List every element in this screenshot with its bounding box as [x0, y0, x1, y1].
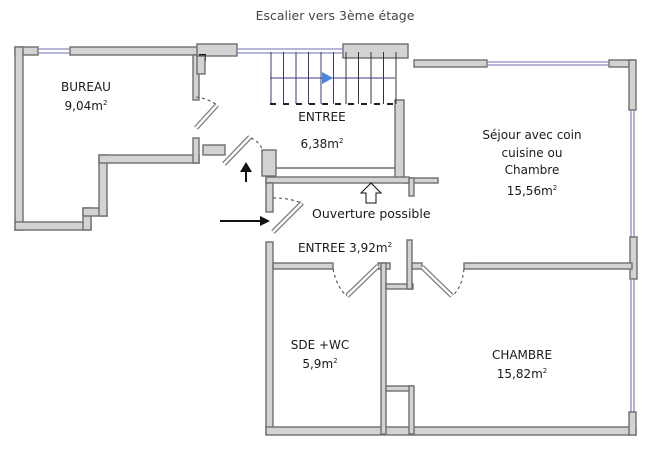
wall-segment: [265, 176, 410, 184]
opening-note: Ouverture possible: [312, 206, 431, 221]
wall-segment: [192, 137, 200, 164]
wall-segment: [196, 55, 206, 75]
wall-segment: [629, 236, 638, 280]
room-label-sde: SDE +WC 5,9m2: [291, 337, 350, 372]
entry-door-leaf: [223, 136, 251, 165]
room-area: 6,38m2: [300, 137, 344, 151]
wall-segment: [394, 99, 405, 179]
lower-walls: [265, 176, 637, 436]
staircase[interactable]: [270, 52, 397, 105]
wall-segment: [413, 59, 488, 68]
chambre-door-leaf: [421, 266, 453, 297]
wall-segment: [202, 144, 226, 156]
wall-segment: [98, 154, 108, 217]
room-name: CHAMBRE: [491, 348, 553, 362]
wall-segment: [628, 411, 637, 436]
wall-segment: [69, 46, 201, 56]
entree-door-leaf: [272, 202, 303, 233]
wall-segment: [265, 241, 274, 435]
opening-arrow-up-icon: [359, 182, 383, 204]
room-name: SDE +WC: [290, 338, 350, 352]
entree-upper-walls: [196, 43, 409, 186]
wall-segment: [14, 46, 24, 231]
room-name-line: Séjour avec coin: [482, 128, 582, 142]
door-swing-arc: [451, 268, 465, 297]
wall-segment: [385, 283, 414, 290]
room-area: 5,9m2: [302, 357, 338, 371]
wall-segment: [342, 43, 409, 59]
room-name: BUREAU: [61, 80, 111, 94]
wall-segment: [196, 43, 238, 57]
entry-arrow-right-icon: [220, 216, 270, 226]
door-swing-arc: [250, 137, 264, 152]
room-label-sejour: Séjour avec coin cuisine ou Chambre 15,5…: [482, 127, 581, 200]
wall-segment: [406, 239, 413, 290]
room-name-line: Chambre: [504, 163, 560, 177]
room-name-line: cuisine ou: [501, 145, 563, 160]
door-swing-arc: [195, 96, 219, 107]
doors-upper: [194, 96, 264, 166]
door-swing-arc: [332, 268, 348, 297]
room-area: 15,82m2: [496, 367, 548, 381]
stair-direction-arrow-icon: [322, 72, 333, 84]
plan-title: Escalier vers 3ème étage: [255, 8, 415, 23]
wall-segment: [463, 262, 633, 270]
wall-segment: [408, 177, 415, 197]
wall-segment: [380, 262, 387, 435]
door-swing-arc: [272, 197, 304, 205]
room-label-chambre: CHAMBRE 15,82m2: [492, 347, 552, 382]
wall-segment: [265, 426, 637, 436]
entry-arrow-up-icon: [240, 162, 252, 182]
wall-segment: [408, 385, 415, 435]
room-label-entree-2: ENTREE 3,92m2: [297, 241, 393, 255]
wall-segment: [192, 54, 200, 101]
room-label-bureau: BUREAU 9,04m2: [61, 79, 111, 114]
wall-segment: [272, 262, 334, 270]
bureau-walls: [14, 46, 201, 231]
room-label-entree: ENTREE 6,38m2: [298, 109, 345, 152]
wall-segment: [98, 154, 200, 164]
doors-lower: [271, 197, 465, 298]
wall-segment: [411, 262, 423, 270]
sejour-walls: [404, 59, 638, 412]
room-area: 9,04m2: [64, 99, 108, 113]
room-name: ENTREE: [298, 110, 346, 124]
sde-door-leaf: [346, 265, 379, 297]
wall-segment: [628, 59, 637, 111]
wall-segment: [261, 149, 277, 177]
wall-segment: [14, 221, 92, 231]
wall-segment: [265, 182, 274, 213]
room-area: 15,56m2: [506, 183, 558, 198]
bureau-door-leaf: [195, 104, 218, 129]
